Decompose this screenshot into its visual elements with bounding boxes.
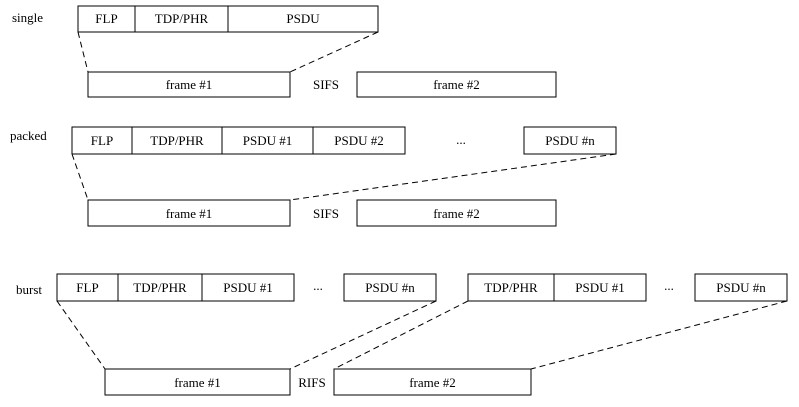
expansion-line-frame2-left (333, 300, 469, 370)
field-tdp-phr (131, 126, 223, 155)
field-psdu-n (523, 126, 617, 155)
field-flp-label: FLP (76, 280, 98, 295)
field-psdu-n-2 (694, 273, 788, 302)
frame-1-box (87, 71, 291, 98)
row-label-single: single (12, 10, 43, 25)
field-psdu-2 (312, 126, 406, 155)
frame-1-label: frame #1 (174, 375, 221, 390)
field-psdu-2-label: PSDU #2 (334, 133, 384, 148)
expansion-line-right (289, 31, 379, 73)
field-flp (71, 126, 133, 155)
field-tdp-phr (117, 273, 203, 302)
field-psdu (227, 5, 379, 33)
row-burst: burst FLP TDP/PHR PSDU #1 ... PSDU #n TD… (16, 273, 788, 396)
field-psdu-1-2-label: PSDU #1 (575, 280, 625, 295)
field-psdu-n (343, 273, 437, 302)
row-label-burst: burst (16, 282, 42, 297)
frame-1-label: frame #1 (166, 206, 213, 221)
frame-1-box (87, 199, 291, 227)
frame-2-label: frame #2 (433, 77, 480, 92)
expansion-line-frame1-left (56, 300, 106, 370)
frame-2-label: frame #2 (409, 375, 456, 390)
field-psdu-1 (201, 273, 295, 302)
expansion-line-right (289, 153, 617, 201)
row-single: single FLP TDP/PHR PSDU frame #1 SIFS fr… (12, 5, 557, 98)
frame-1-box (104, 368, 291, 396)
field-psdu-n-2-label: PSDU #n (716, 280, 766, 295)
field-psdu-1-2 (553, 273, 647, 302)
ellipsis: ... (313, 278, 323, 293)
field-flp-label: FLP (95, 11, 117, 26)
field-tdp-phr-2-label: TDP/PHR (484, 280, 538, 295)
frame-2-box (356, 199, 557, 227)
interframe-space-label: SIFS (313, 77, 339, 92)
frame-1-label: frame #1 (166, 77, 213, 92)
field-psdu-1-label: PSDU #1 (223, 280, 273, 295)
field-tdp-phr-2 (467, 273, 555, 302)
field-psdu-label: PSDU (286, 11, 320, 26)
frame-2-label: frame #2 (433, 206, 480, 221)
field-flp (56, 273, 119, 302)
field-psdu-1 (221, 126, 314, 155)
row-packed: packed FLP TDP/PHR PSDU #1 PSDU #2 ... P… (10, 126, 617, 227)
field-tdp-phr (134, 5, 229, 33)
ellipsis: ... (456, 132, 466, 147)
field-flp (77, 5, 136, 33)
field-psdu-n-label: PSDU #n (545, 133, 595, 148)
ellipsis-2: ... (664, 278, 674, 293)
field-tdp-phr-label: TDP/PHR (150, 133, 204, 148)
field-tdp-phr-label: TDP/PHR (133, 280, 187, 295)
interframe-space-label: SIFS (313, 206, 339, 221)
expansion-line-left (77, 31, 89, 73)
expansion-line-frame1-right (289, 300, 437, 370)
interframe-space-label: RIFS (298, 375, 325, 390)
field-psdu-1-label: PSDU #1 (243, 133, 293, 148)
expansion-line-frame2-right (530, 300, 788, 370)
row-label-packed: packed (10, 128, 47, 143)
expansion-line-left (71, 153, 89, 201)
frame-2-box (356, 71, 557, 98)
frame-2-box (333, 368, 532, 396)
field-flp-label: FLP (91, 133, 113, 148)
field-psdu-n-label: PSDU #n (365, 280, 415, 295)
field-tdp-phr-label: TDP/PHR (155, 11, 209, 26)
